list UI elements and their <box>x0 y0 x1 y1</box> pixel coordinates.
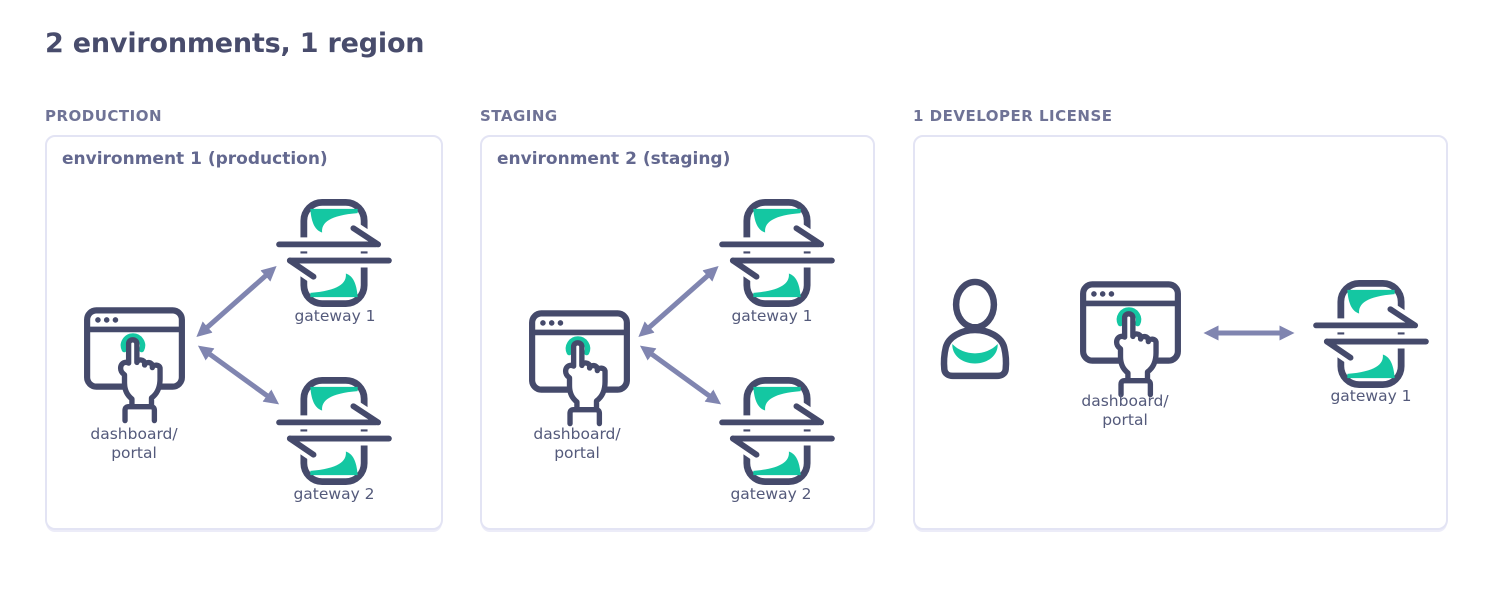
panel-staging: environment 2 (staging) dashboard/ porta… <box>480 135 875 530</box>
environment-heading: environment 2 (staging) <box>497 149 731 169</box>
page-title: 2 environments, 1 region <box>45 28 425 59</box>
gateway-icon <box>719 376 835 486</box>
gateway-2-label: gateway 2 <box>293 485 375 503</box>
arrow-dashboard-gateway2 <box>639 345 722 405</box>
dashboard-portal-label: dashboard/ portal <box>533 425 621 462</box>
dashboard-portal-icon <box>1080 281 1181 398</box>
arrow-dashboard-gateway2 <box>197 345 280 405</box>
dashboard-portal-icon <box>84 307 185 424</box>
environment-heading: environment 1 (production) <box>62 149 328 169</box>
dashboard-portal-label: dashboard/ portal <box>90 425 178 462</box>
panel-developer-license: dashboard/ portal gateway 1 <box>913 135 1448 530</box>
connection-arrows <box>638 266 722 405</box>
gateway-1-label: gateway 1 <box>1330 387 1412 405</box>
gateway-2-label: gateway 2 <box>730 485 812 503</box>
gateway-1-label: gateway 1 <box>731 307 813 325</box>
arrow-dashboard-gateway1 <box>196 266 277 337</box>
connection-arrows <box>196 266 280 405</box>
panel-production: environment 1 (production) dashboard/ po… <box>45 135 443 530</box>
connection-arrows <box>1203 325 1295 341</box>
gateway-icon <box>276 376 392 486</box>
gateway-icon <box>1313 279 1429 389</box>
dashboard-portal-icon <box>529 310 630 427</box>
dashboard-portal-label: dashboard/ portal <box>1081 392 1169 429</box>
gateway-1-label: gateway 1 <box>294 307 376 325</box>
gateway-icon <box>719 198 835 308</box>
gateway-icon <box>276 198 392 308</box>
developer-person-icon <box>940 278 1010 380</box>
section-label-staging: STAGING <box>480 107 558 125</box>
section-label-developer-license: 1 DEVELOPER LICENSE <box>913 107 1113 125</box>
section-label-production: PRODUCTION <box>45 107 163 125</box>
arrow-dashboard-gateway1 <box>638 266 719 337</box>
